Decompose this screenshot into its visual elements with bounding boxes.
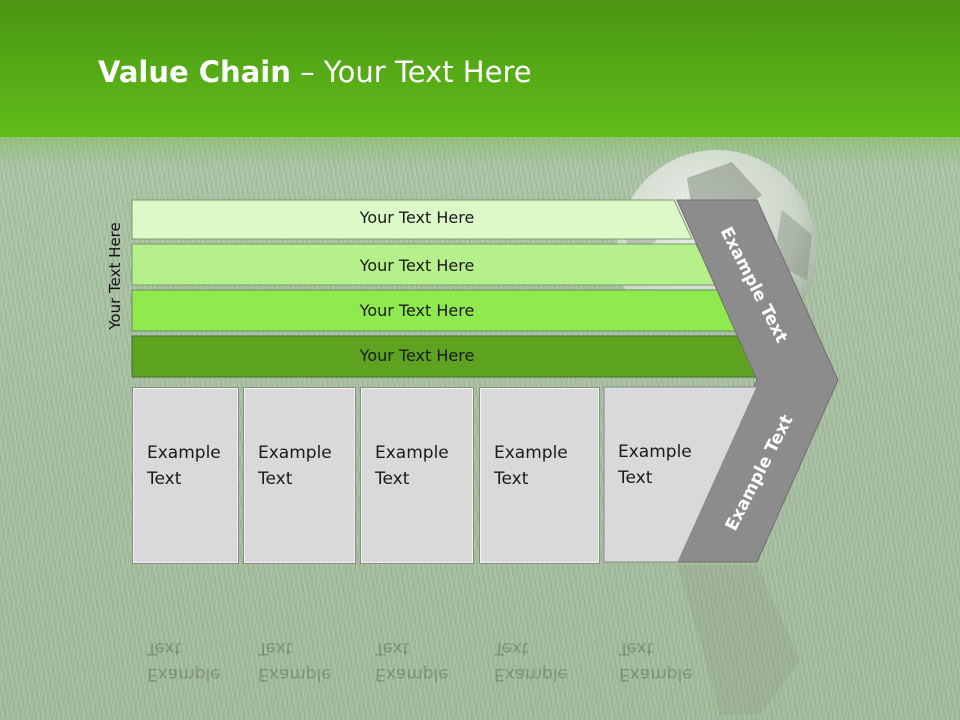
activity-box-3: Example Text [360,387,474,564]
title-rest: – Your Text Here [290,55,532,89]
chevron-reflection [677,565,800,715]
reflection-box-1: Example Text [132,565,237,715]
reflection-box-5: Example Text [604,565,724,715]
reflection-box-5-inner: Example Text [604,565,724,715]
last-box-shape [603,386,758,563]
activity-box-3-label: Example Text [375,443,449,489]
reflection-box-3: Example Text [360,565,472,715]
reflection-box-3-inner: Example Text [360,565,472,715]
activity-box-2-label: Example Text [258,443,332,489]
activity-box-4-label: Example Text [494,443,568,489]
slide-title: Value Chain – Your Text Here [98,55,532,89]
bar-label-3: Your Text Here [359,301,475,320]
reflection-box-2-label: Example Text [258,638,332,684]
reflection-box-4: Example Text [479,565,598,715]
header-band [0,0,960,137]
bar-1-shape [131,199,693,240]
bar-label-2: Your Text Here [359,256,475,275]
activity-box-4: Example Text [479,387,600,564]
header-fade [0,137,960,167]
activity-box-2: Example Text [243,387,356,564]
activity-box-5-label: Example Text [618,442,692,488]
reflection-box-4-label: Example Text [494,638,568,684]
bar-label-4: Your Text Here [359,346,475,365]
title-bold: Value Chain [98,55,291,89]
activity-box-1-label: Example Text [147,443,221,489]
reflection-box-3-label: Example Text [375,638,449,684]
reflection-box-1-label: Example Text [147,638,221,684]
reflection-box-2: Example Text [243,565,354,715]
activity-box-5: Example Text [604,387,724,562]
reflection-box-2-inner: Example Text [243,565,354,715]
reflection-box-1-inner: Example Text [132,565,237,715]
reflection-box-4-inner: Example Text [479,565,598,715]
reflection-box-5-label: Example Text [619,638,693,684]
bar-label-1: Your Text Here [359,208,475,227]
activity-box-1: Example Text [132,387,239,564]
